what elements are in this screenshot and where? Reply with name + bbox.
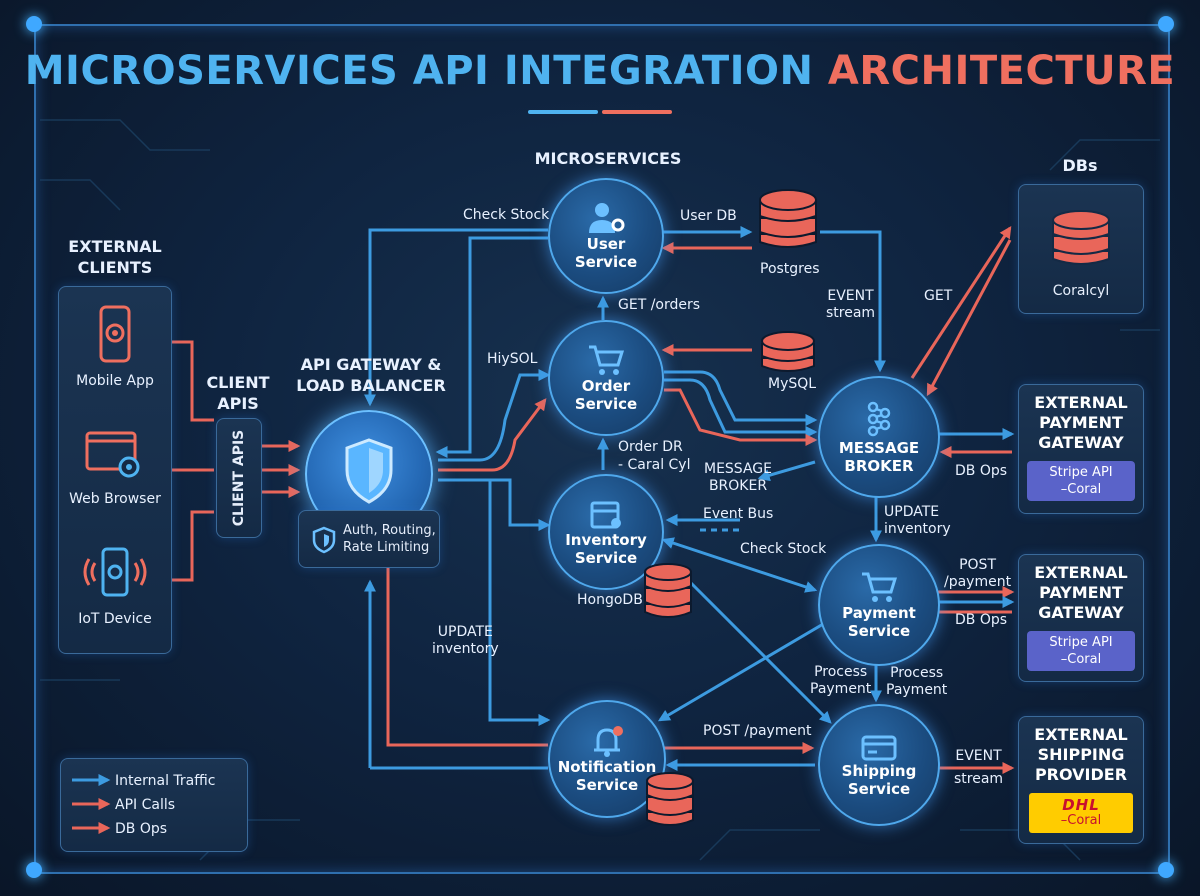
edge-label: UPDATE inventory xyxy=(884,504,951,537)
message-broker[interactable]: MESSAGE BROKER xyxy=(818,376,940,498)
client-apis-label: CLIENT APIS xyxy=(231,429,247,527)
edge-label: UPDATE inventory xyxy=(432,624,499,657)
service-label: Order Service xyxy=(574,377,638,413)
external-shipping-provider[interactable]: EXTERNAL SHIPPING PROVIDER DHL –Coral xyxy=(1018,716,1144,844)
external-payment-gateway-1[interactable]: EXTERNAL PAYMENT GATEWAY Stripe API –Cor… xyxy=(1018,384,1144,514)
corner-dot xyxy=(1158,16,1174,32)
edge-label: HiySOL xyxy=(487,351,538,367)
legend-db-ops: DB Ops xyxy=(115,821,168,837)
bell-icon xyxy=(594,726,623,757)
service-label: User Service xyxy=(574,235,638,271)
title-part1: MICROSERVICES API INTEGRATION xyxy=(24,48,814,94)
edge-label: EVENT stream xyxy=(826,288,876,321)
corner-dot xyxy=(1158,862,1174,878)
title-underline-red xyxy=(602,110,672,114)
client-label: Web Browser xyxy=(69,491,161,507)
db-mongodb-label: HongoDB xyxy=(577,592,643,608)
edge-label: Process Payment xyxy=(810,664,872,697)
dhl-sub-text: –Coral xyxy=(1060,813,1102,828)
order-service[interactable]: Order Service xyxy=(548,320,664,436)
stripe-badge: Stripe API –Coral xyxy=(1027,631,1135,671)
edge-label: Order DR - Caral Cyl xyxy=(618,439,691,473)
user-service[interactable]: User Service xyxy=(548,178,664,294)
shield-icon xyxy=(345,438,393,504)
cart-icon xyxy=(589,345,625,375)
header-microservices: MICROSERVICES xyxy=(534,149,682,168)
edge-check-stock xyxy=(364,228,548,407)
edge-label: GET xyxy=(924,288,953,304)
client-apis-box[interactable]: CLIENT APIS xyxy=(216,418,262,538)
service-label: Inventory Service xyxy=(565,531,647,567)
external-title: EXTERNAL SHIPPING PROVIDER xyxy=(1034,725,1128,784)
gateway-features-box: Auth, Routing, Rate Limiting xyxy=(298,510,440,568)
database-icon[interactable] xyxy=(642,560,694,620)
dhl-logo-badge: DHL –Coral xyxy=(1029,793,1133,833)
client-mobile-app[interactable]: Mobile App xyxy=(59,305,171,389)
header-gateway: API GATEWAY & LOAD BALANCER xyxy=(296,355,446,395)
database-icon[interactable] xyxy=(756,186,820,250)
database-icon[interactable] xyxy=(644,770,696,828)
edge-label: Check Stock xyxy=(740,541,827,557)
edge-label: DB Ops xyxy=(955,612,1008,628)
legend-swatches xyxy=(72,774,111,834)
web-browser-icon xyxy=(85,431,140,478)
external-title: EXTERNAL PAYMENT GATEWAY xyxy=(1034,563,1128,622)
client-label: IoT Device xyxy=(78,611,152,627)
service-label: Notification Service xyxy=(557,758,657,794)
legend-internal-traffic: Internal Traffic xyxy=(115,773,216,789)
service-label: Shipping Service xyxy=(841,762,917,798)
database-icon xyxy=(1052,210,1110,265)
service-label: Payment Service xyxy=(842,604,916,640)
client-label: Mobile App xyxy=(76,373,154,389)
shipping-service[interactable]: Shipping Service xyxy=(818,704,940,826)
title-underline-blue xyxy=(528,110,598,114)
db-postgres-label: Postgres xyxy=(760,261,820,277)
corner-dot xyxy=(26,16,42,32)
clients-panel: Mobile App Web Browser IoT Device xyxy=(58,286,172,654)
db-coralcyl-label: Coralcyl xyxy=(1052,283,1110,299)
box-icon xyxy=(590,501,621,529)
outer-frame xyxy=(34,24,1170,874)
header-client-apis: CLIENT APIS xyxy=(206,373,270,413)
payment-service[interactable]: Payment Service xyxy=(818,544,940,666)
user-gear-icon xyxy=(589,203,625,233)
external-title: EXTERNAL PAYMENT GATEWAY xyxy=(1034,393,1128,452)
database-icon[interactable] xyxy=(758,328,818,376)
client-iot-device[interactable]: IoT Device xyxy=(59,545,171,627)
external-payment-gateway-2[interactable]: EXTERNAL PAYMENT GATEWAY Stripe API –Cor… xyxy=(1018,554,1144,682)
service-label: MESSAGE BROKER xyxy=(838,439,920,475)
header-dbs: DBs xyxy=(1062,156,1098,175)
page-title: MICROSERVICES API INTEGRATION ARCHITECTU… xyxy=(0,48,1200,94)
client-links xyxy=(172,340,214,582)
stripe-badge: Stripe API –Coral xyxy=(1027,461,1135,501)
db-mysql-label: MySQL xyxy=(768,376,817,392)
edge-label: Process Payment xyxy=(886,665,948,698)
broker-network-icon xyxy=(867,401,891,437)
shield-small-icon xyxy=(312,526,336,554)
edge-label: POST /payment xyxy=(944,557,1012,590)
corner-dot xyxy=(26,862,42,878)
dhl-logo-text: DHL xyxy=(1062,796,1100,814)
legend-api-calls: API Calls xyxy=(115,797,176,813)
legend: Internal Traffic API Calls DB Ops xyxy=(60,758,248,852)
edge-label: MESSAGE BROKER xyxy=(704,461,772,494)
header-external-clients: EXTERNAL CLIENTS xyxy=(68,237,162,277)
edge-label: EVENT stream xyxy=(954,748,1004,787)
edge-label: User DB xyxy=(680,208,737,224)
edge-label: DB Ops xyxy=(955,463,1008,479)
edge-label: Check Stock xyxy=(463,207,550,223)
edge-label: GET /orders xyxy=(618,297,701,313)
gateway-features-label: Auth, Routing, Rate Limiting xyxy=(343,523,436,555)
edge-label: POST /payment xyxy=(703,723,812,739)
coralcyl-db-panel[interactable]: Coralcyl xyxy=(1018,184,1144,314)
cart-icon xyxy=(862,572,898,602)
iot-device-icon xyxy=(83,547,147,597)
client-web-browser[interactable]: Web Browser xyxy=(59,427,171,507)
credit-card-icon xyxy=(861,735,897,761)
edge-label: Event Bus xyxy=(703,506,774,522)
title-part2: ARCHITECTURE xyxy=(827,48,1176,94)
mobile-phone-icon xyxy=(99,305,131,363)
